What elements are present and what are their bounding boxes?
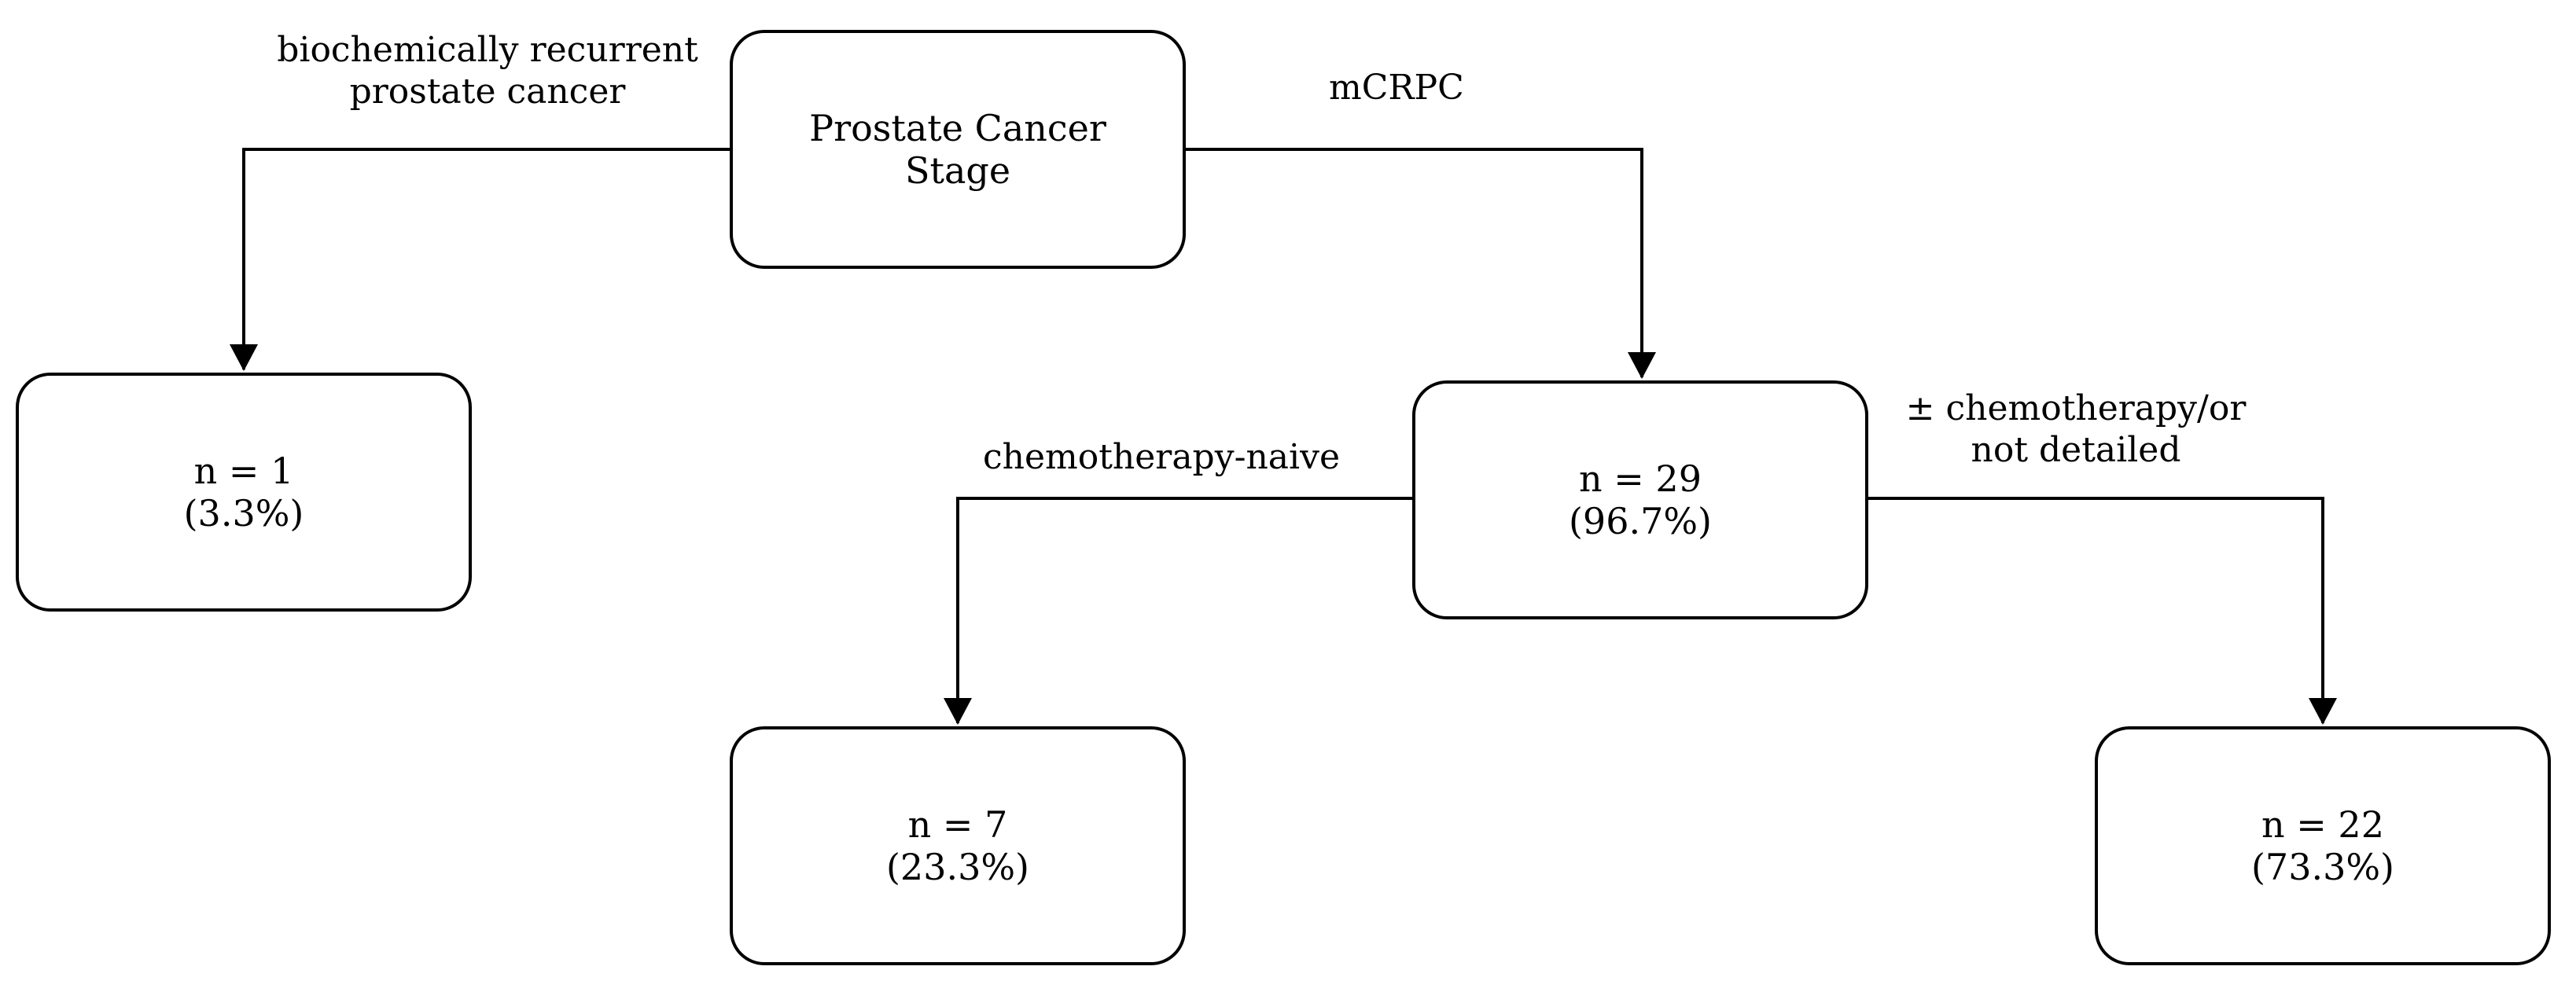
node-bottom-left: n = 7 (23.3%) xyxy=(730,726,1186,965)
node-left-line2: (3.3%) xyxy=(183,492,304,535)
node-bottom-left-line1: n = 7 xyxy=(907,803,1008,846)
edge-label-root-right: mCRPC xyxy=(1329,68,1464,109)
connector-root-right xyxy=(1186,148,1643,377)
edge-label-right-bottomright: ± chemotherapy/or not detailed xyxy=(1887,388,2265,472)
arrowhead-root-left xyxy=(230,344,258,371)
node-left-line1: n = 1 xyxy=(193,449,294,492)
node-prostate-cancer-stage: Prostate Cancer Stage xyxy=(730,30,1186,269)
edge-label-right-bottomright-line2: not detailed xyxy=(1971,429,2181,470)
edge-label-root-left: biochemically recurrent prostate cancer xyxy=(236,30,739,113)
node-bottom-right-line2: (73.3%) xyxy=(2250,846,2395,888)
node-root-line2: Stage xyxy=(904,149,1011,192)
arrowhead-right-bottomright xyxy=(2309,698,2337,725)
edge-label-right-bottomleft: chemotherapy-naive xyxy=(983,437,1340,479)
node-root-line1: Prostate Cancer xyxy=(809,106,1106,149)
node-right: n = 29 (96.7%) xyxy=(1412,380,1868,619)
node-bottom-right-line1: n = 22 xyxy=(2261,803,2384,846)
edge-label-root-right-line1: mCRPC xyxy=(1329,68,1464,108)
edge-label-root-left-line2: prostate cancer xyxy=(349,71,626,112)
connector-right-bottomright xyxy=(1868,497,2324,723)
arrowhead-root-right xyxy=(1628,352,1656,379)
node-bottom-left-line2: (23.3%) xyxy=(885,846,1030,888)
node-right-line1: n = 29 xyxy=(1579,457,1702,500)
edge-label-right-bottomright-line1: ± chemotherapy/or xyxy=(1905,388,2247,428)
node-left: n = 1 (3.3%) xyxy=(16,373,472,612)
connector-right-bottomleft xyxy=(956,497,1412,723)
edge-label-right-bottomleft-line1: chemotherapy-naive xyxy=(983,437,1340,477)
node-right-line2: (96.7%) xyxy=(1568,500,1713,542)
connector-root-left xyxy=(242,148,730,369)
arrowhead-right-bottomleft xyxy=(944,698,972,725)
node-bottom-right: n = 22 (73.3%) xyxy=(2095,726,2551,965)
edge-label-root-left-line1: biochemically recurrent xyxy=(277,30,698,70)
